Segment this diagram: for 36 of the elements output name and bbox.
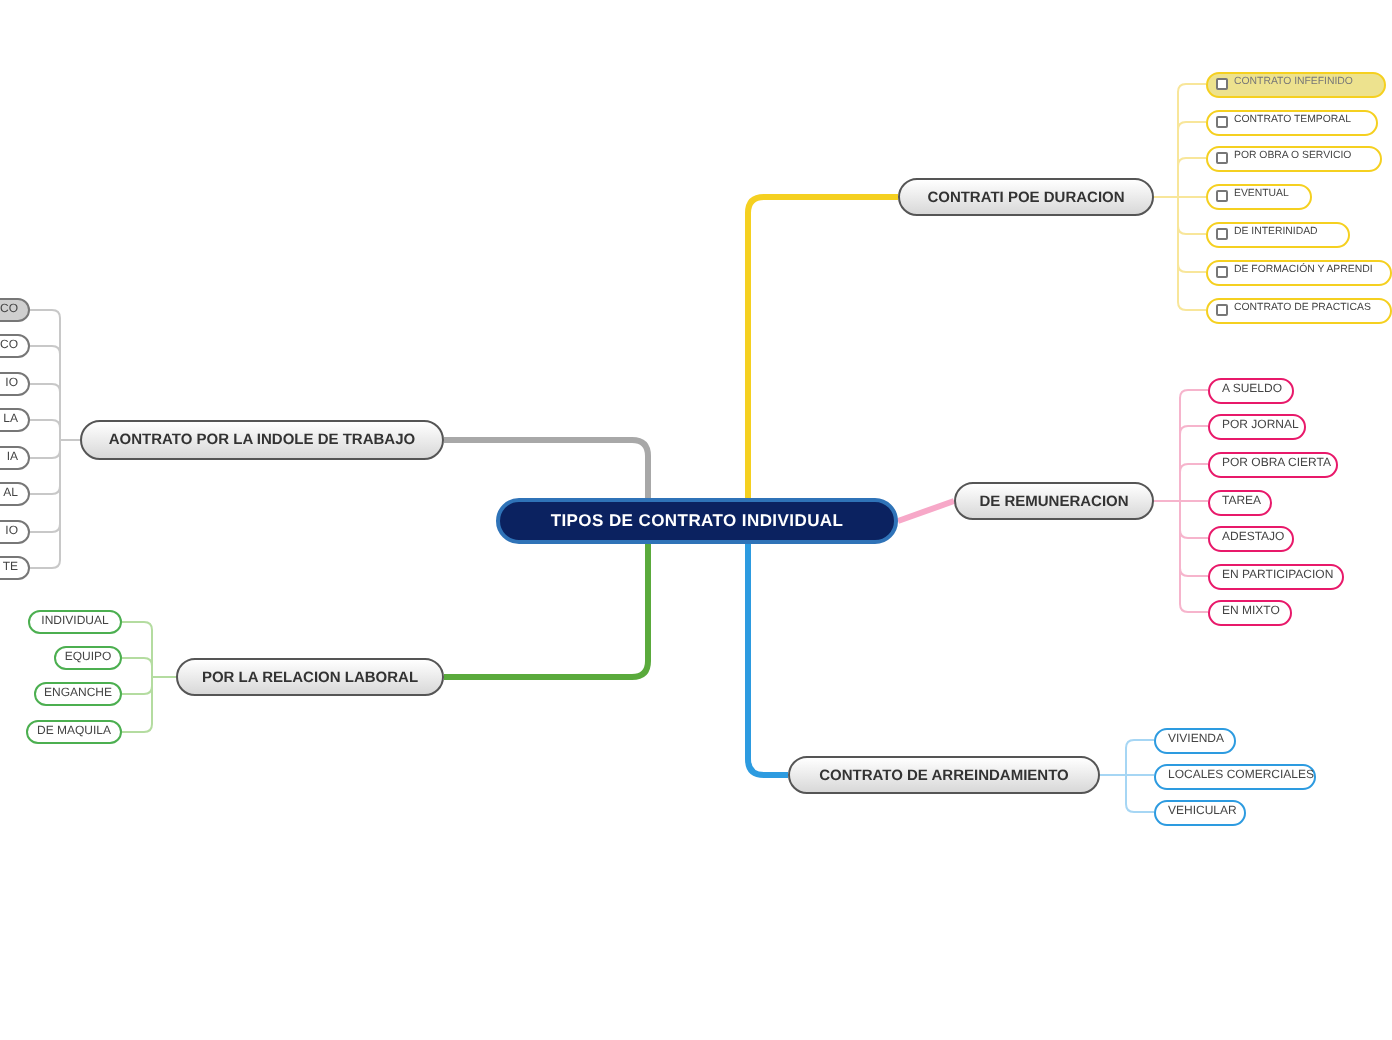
topic-pill (176, 658, 444, 696)
topic-pill (954, 482, 1154, 520)
connector-line (444, 437, 651, 498)
connector-line (444, 544, 651, 680)
topic-pill (80, 420, 444, 460)
subtopic-pill (34, 682, 122, 706)
connector-line (1099, 774, 1155, 813)
subtopic-pill (1206, 221, 1350, 247)
subtopic-pill (1208, 413, 1306, 439)
topic-label: TIPOS DE CONTRATO INDIVIDUAL (550, 512, 844, 530)
subtopic-pill (1154, 727, 1236, 753)
subtopic-pill (1208, 599, 1292, 625)
subtopic-pill (1206, 145, 1382, 171)
connector-line (1153, 196, 1207, 311)
subtopic-pill (1208, 489, 1272, 515)
subtopic-pill (1154, 799, 1246, 825)
subtopic-pill (1206, 109, 1378, 135)
connector-line (745, 194, 898, 498)
connector-line (121, 676, 177, 733)
subtopic-pill (1206, 71, 1386, 97)
subtopic-pill (1206, 183, 1312, 209)
subtopic-pill (1208, 377, 1294, 403)
topic-pill (788, 756, 1100, 794)
connector-line (1153, 500, 1209, 613)
subtopic-pill (54, 646, 122, 670)
subtopic-pill (26, 720, 122, 744)
subtopic-pill (1208, 525, 1294, 551)
topic-pill (898, 178, 1154, 216)
subtopic-pill (1206, 259, 1392, 285)
subtopic-pill (1208, 451, 1338, 477)
subtopic-pill (1208, 563, 1344, 589)
subtopic-pill (1154, 763, 1316, 789)
subtopic-pill (28, 610, 122, 634)
connector-line (897, 498, 955, 524)
subtopic-pill (1206, 297, 1392, 323)
central-topic (496, 498, 898, 544)
